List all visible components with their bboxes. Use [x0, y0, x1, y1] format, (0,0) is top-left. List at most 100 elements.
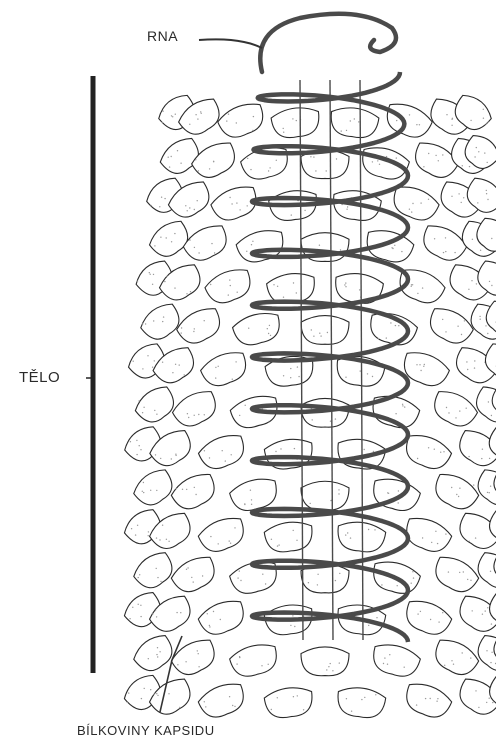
stipple-dot [485, 610, 486, 611]
stipple-dot [198, 252, 199, 253]
stipple-dot [237, 292, 238, 293]
stipple-dot [411, 583, 412, 584]
stipple-dot [491, 415, 492, 416]
stipple-dot [177, 150, 178, 151]
stipple-dot [312, 419, 313, 420]
stipple-dot [268, 170, 269, 171]
capsid-protein-subunit [429, 634, 481, 680]
stipple-dot [195, 159, 196, 160]
stipple-dot [138, 604, 139, 605]
capsid-protein-subunit [202, 264, 255, 308]
stipple-dot [490, 662, 491, 663]
stipple-dot [474, 360, 475, 361]
stipple-dot [437, 698, 438, 699]
stipple-dot [428, 447, 429, 448]
capsid-protein-subunit [168, 469, 220, 515]
stipple-dot [378, 338, 379, 339]
stipple-dot [143, 407, 144, 408]
stipple-dot [148, 531, 149, 532]
stipple-dot [459, 488, 460, 489]
stipple-dot [374, 529, 375, 530]
stipple-dot [422, 287, 423, 288]
capsid-protein-subunit [137, 299, 186, 346]
stipple-dot [293, 696, 294, 697]
stipple-dot [423, 366, 424, 367]
stipple-dot [167, 276, 168, 277]
stipple-dot [375, 694, 376, 695]
stipple-dot [267, 328, 268, 329]
stipple-dot [376, 617, 377, 618]
stipple-dot [395, 325, 396, 326]
stipple-dot [198, 170, 199, 171]
stipple-dot [150, 274, 151, 275]
stipple-dot [147, 355, 148, 356]
stipple-dot [463, 571, 464, 572]
stipple-dot [404, 406, 405, 407]
stipple-dot [430, 619, 431, 620]
stipple-dot [277, 545, 278, 546]
stipple-dot [304, 210, 305, 211]
stipple-dot [189, 207, 190, 208]
stipple-dot [231, 203, 232, 204]
stipple-dot [181, 327, 182, 328]
stipple-dot [461, 202, 462, 203]
stipple-dot [330, 421, 331, 422]
stipple-dot [168, 157, 169, 158]
stipple-dot [234, 527, 235, 528]
stipple-dot [354, 118, 355, 119]
stipple-dot [187, 413, 188, 414]
stipple-dot [438, 160, 439, 161]
stipple-dot [182, 489, 183, 490]
stipple-dot [290, 368, 291, 369]
stipple-dot [144, 688, 145, 689]
stipple-dot [435, 531, 436, 532]
stipple-dot [486, 123, 487, 124]
stipple-dot [179, 707, 180, 708]
stipple-dot [252, 130, 253, 131]
stipple-dot [431, 542, 432, 543]
stipple-dot [204, 701, 205, 702]
stipple-dot [335, 580, 336, 581]
stipple-dot [171, 241, 172, 242]
stipple-dot [491, 238, 492, 239]
stipple-dot [239, 415, 240, 416]
stipple-dot [180, 163, 181, 164]
stipple-dot [481, 458, 482, 459]
stipple-dot [235, 361, 236, 362]
stipple-dot [442, 319, 443, 320]
stipple-dot [248, 328, 249, 329]
stipple-dot [186, 569, 187, 570]
stipple-dot [345, 534, 346, 535]
stipple-dot [213, 611, 214, 612]
stipple-dot [193, 581, 194, 582]
stipple-dot [273, 284, 274, 285]
stipple-dot [201, 113, 202, 114]
stipple-dot [448, 412, 449, 413]
stipple-dot [269, 167, 270, 168]
capsid-protein-subunit [428, 386, 480, 432]
stipple-dot [372, 376, 373, 377]
stipple-dot [277, 697, 278, 698]
stipple-dot [180, 612, 181, 613]
stipple-dot [172, 372, 173, 373]
stipple-dot [161, 197, 162, 198]
stipple-dot [231, 454, 232, 455]
stipple-dot [491, 285, 492, 286]
stipple-dot [207, 613, 208, 614]
stipple-dot [486, 193, 487, 194]
stipple-dot [467, 579, 468, 580]
stipple-dot [150, 689, 151, 690]
stipple-dot [261, 665, 262, 666]
capsid-protein-subunit [424, 303, 476, 349]
stipple-dot [383, 663, 384, 664]
stipple-dot [293, 282, 294, 283]
stipple-dot [163, 316, 164, 317]
stipple-dot [142, 412, 143, 413]
stipple-dot [396, 157, 397, 158]
stipple-dot [420, 370, 421, 371]
capsid-protein-subunit [471, 465, 496, 512]
stipple-dot [398, 502, 399, 503]
stipple-dot [469, 166, 470, 167]
stipple-dot [470, 580, 471, 581]
stipple-dot [140, 449, 141, 450]
